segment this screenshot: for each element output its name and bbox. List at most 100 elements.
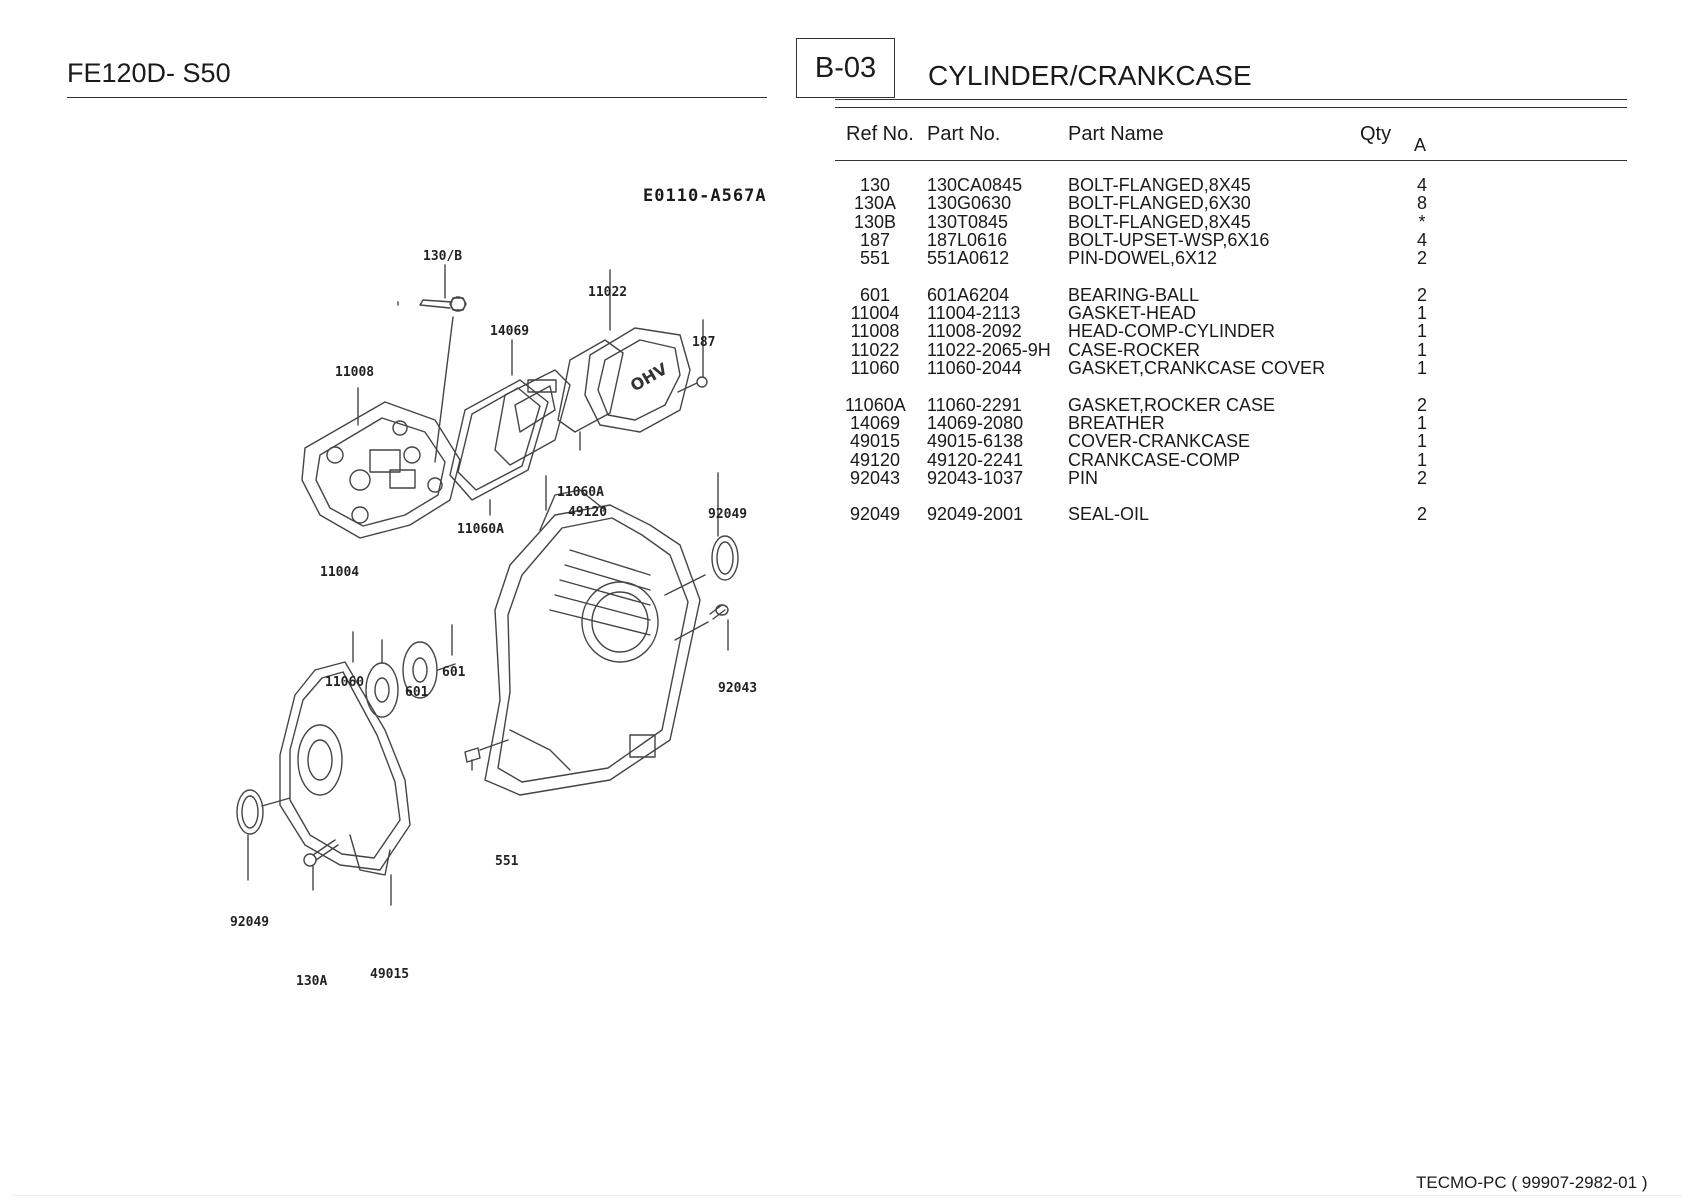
callout-92049-bottom: 92049 [230,915,269,930]
qty-cell: 2 [1416,394,1427,415]
part-name-cell: BOLT-FLANGED,8X45 [1068,175,1251,195]
section-title: CYLINDER/CRANKCASE [928,60,1252,91]
bearing-601-a-drawing [365,662,399,718]
part-no-cell: 11060-2291 [927,394,1022,415]
qty-cell: 4 [1416,229,1427,250]
qty-cell: 1 [1416,321,1427,342]
part-no-cell: 11060-2044 [927,358,1022,378]
ref-cell: 14069 [849,412,901,433]
part-name-cell: HEAD-COMP-CYLINDER [1068,321,1276,342]
ref-cell: 11008 [850,321,900,342]
part-name-cell: BREATHER [1068,412,1165,433]
callout-551: 551 [495,854,519,869]
callout-601-a: 601 [405,685,429,700]
part-no-cell: 92043-1037 [927,467,1024,488]
part-name-cell: GASKET,CRANKCASE COVER [1068,358,1326,378]
qty-cell: 1 [1416,431,1427,452]
callout-92043: 92043 [718,681,757,696]
qty-cell: 1 [1416,339,1427,360]
part-no-cell: 601A6204 [927,284,1010,305]
header-rule-left [67,97,767,98]
part-no-cell: 551A0612 [927,248,1010,269]
part-name-cell: BEARING-BALL [1068,284,1200,305]
ref-cell: 11004 [850,303,900,324]
ref-cell: 92043 [849,467,901,488]
part-name-cell: GASKET-HEAD [1068,303,1197,324]
part-name-cell: SEAL-OIL [1068,504,1150,525]
ref-cell: 130B [853,211,897,232]
callout-11004: 11004 [320,565,359,580]
exploded-parts-diagram: 130/B 11022 14069 187 11008 11060A 49120… [230,249,757,989]
qty-cell: 1 [1416,449,1427,470]
part-name-cell: PIN-DOWEL,6X12 [1068,248,1218,269]
model-title: FE120D- S50 [67,58,231,88]
part-no-cell: 130CA0845 [927,175,1023,195]
ref-cell: 187 [859,229,891,250]
part-name-cell: BOLT-FLANGED,8X45 [1068,211,1251,232]
part-no-cell: 11004-2113 [927,303,1021,324]
callout-11060: 11060 [325,675,364,690]
part-no-cell: 11008-2092 [927,321,1022,342]
part-name-cell: BOLT-UPSET-WSP,6X16 [1068,229,1270,250]
ref-cell: 92049 [849,504,901,525]
page-bottom-edge [12,1195,1682,1196]
part-no-cell: 49120-2241 [927,449,1024,470]
callout-49015: 49015 [370,967,409,982]
rocker-gasket-right-drawing [557,339,624,433]
part-no-cell: 11022-2065-9H [927,339,1051,360]
part-name-cell: PIN [1068,467,1099,488]
column-header-qty: Qty [1360,123,1392,145]
callout-11060a-left: 11060A [457,522,504,537]
qty-cell: 4 [1416,175,1427,195]
part-name-cell: BOLT-FLANGED,6X30 [1068,193,1251,214]
section-code-box: B-03 [796,38,895,98]
part-no-cell: 130T0845 [927,211,1009,232]
oil-seal-top-drawing [711,535,739,581]
table-header-rule [835,160,1627,161]
qty-cell: 2 [1416,504,1427,525]
ref-cell: 49015 [849,431,901,452]
callout-49120: 49120 [568,505,607,520]
qty-cell: 1 [1416,358,1427,378]
qty-cell: 8 [1416,193,1427,214]
ohv-label: OHV [627,359,671,395]
breather-drawing [494,369,571,466]
callout-11022: 11022 [588,285,627,300]
qty-cell: 1 [1416,412,1427,433]
part-no-cell: 92049-2001 [927,504,1024,525]
callout-601-b: 601 [442,665,466,680]
column-header-part-no: Part No. [927,123,1001,145]
ref-cell: 11060 [850,358,900,378]
callout-130a: 130A [296,974,327,989]
crankcase-cover-drawing [279,661,411,876]
qty-cell: * [1418,211,1426,232]
callout-187: 187 [692,335,715,350]
part-name-cell: CRANKCASE-COMP [1068,449,1241,470]
rocker-gasket-left-drawing [449,379,549,501]
callout-11008: 11008 [335,365,374,380]
callout-11060a-top: 11060A [557,485,604,500]
bolt-130b-drawing [419,296,467,312]
diagram-code: E0110-A567A [643,186,767,206]
qty-cell: 2 [1416,284,1427,305]
ref-cell: 11022 [850,339,900,360]
qty-cell: 1 [1416,303,1427,324]
callout-130b: 130/B [423,249,462,264]
ref-cell: 11060A [845,394,906,415]
part-name-cell: COVER-CRANKCASE [1068,431,1251,452]
column-header-part-name: Part Name [1068,123,1164,145]
header-rule-right-double [835,107,1627,108]
callout-14069: 14069 [490,324,529,339]
section-code: B-03 [814,51,877,84]
crankcase-drawing [484,489,701,796]
ref-cell: 601 [859,284,891,305]
qty-cell: 2 [1416,467,1427,488]
footer-catalog-ref: TECMO-PC ( 99907-2982-01 ) [1416,1173,1648,1192]
ref-cell: 130 [859,175,891,195]
oil-seal-bottom-drawing [236,789,264,835]
part-no-cell: 187L0616 [927,229,1008,250]
bearing-601-b-drawing [402,641,438,699]
ref-cell: 49120 [849,449,901,470]
rocker-case-drawing [584,327,691,433]
part-no-cell: 49015-6138 [927,431,1024,452]
